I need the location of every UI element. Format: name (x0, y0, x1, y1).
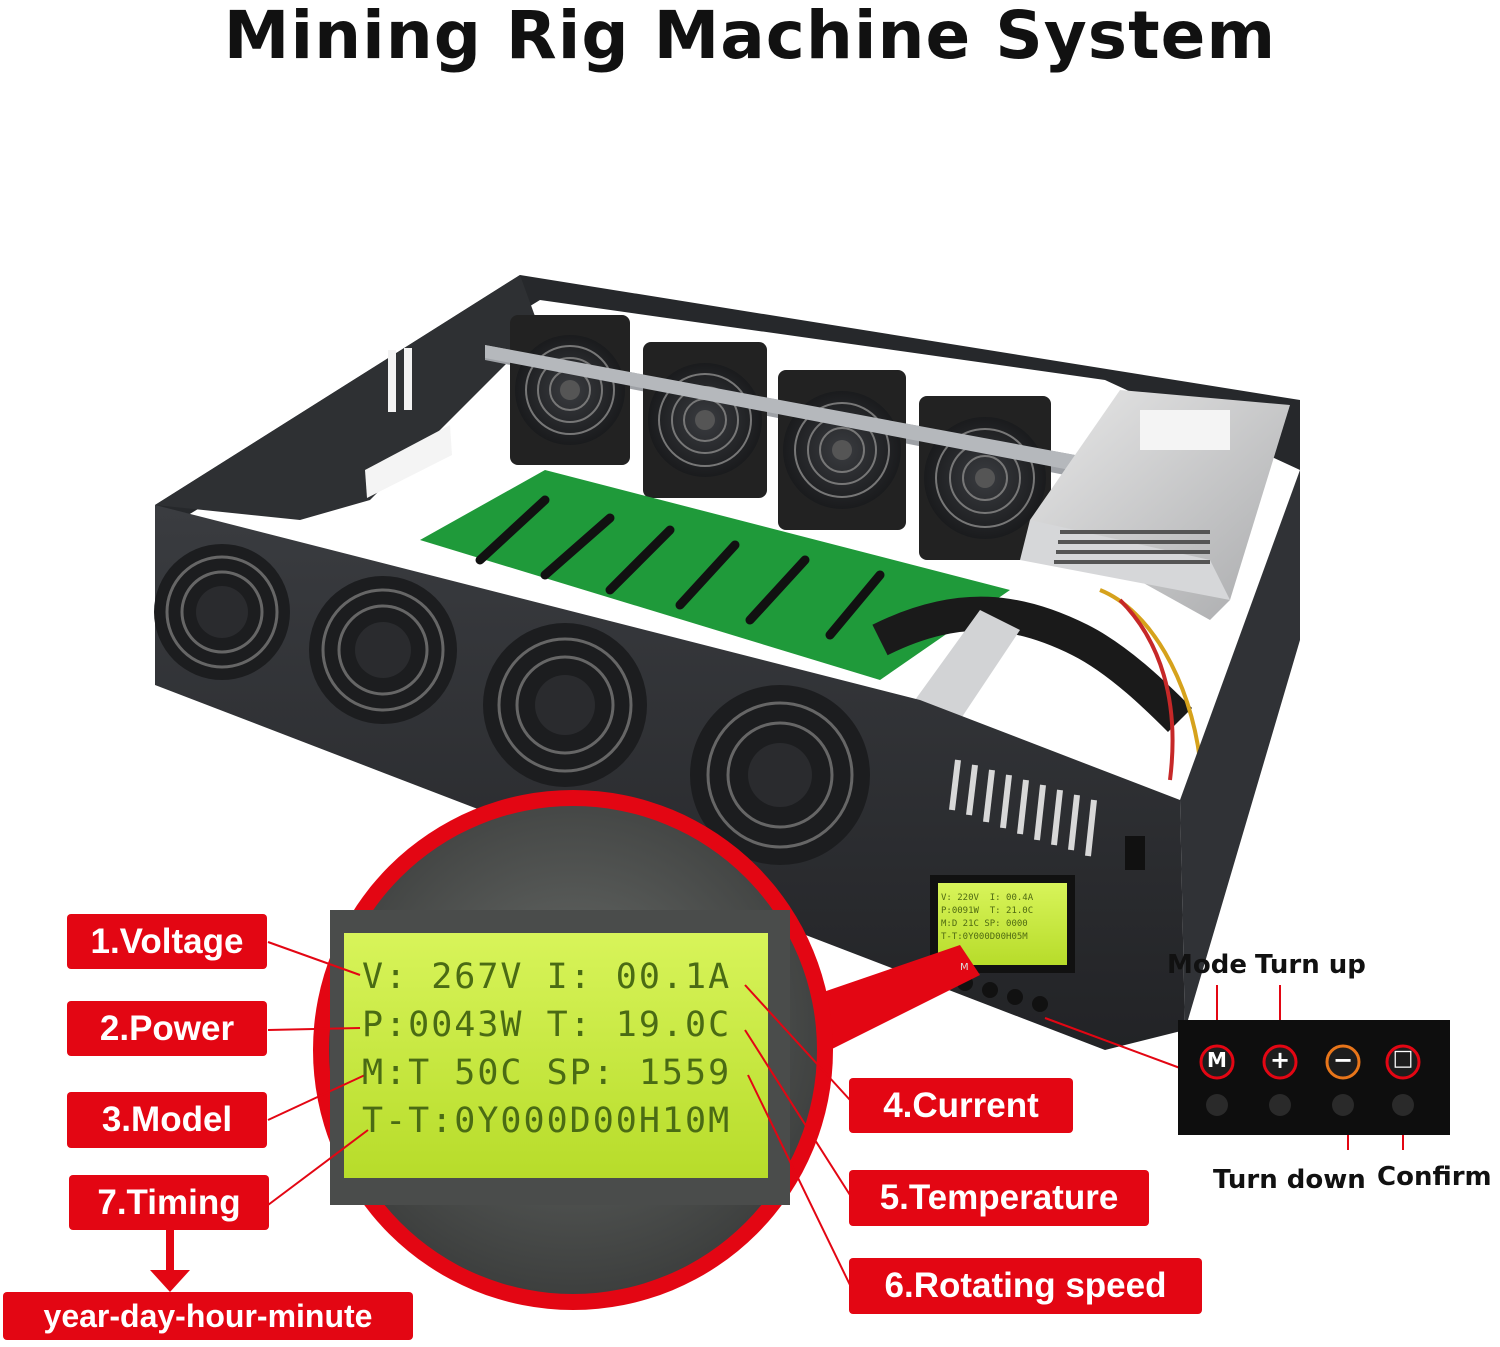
psu-label (1140, 410, 1230, 450)
lcd-line-voltage-current: V: 267V I: 00.1A (362, 957, 732, 997)
lcd-line-power-temperature: P:0043W T: 19.0C (362, 1005, 732, 1045)
confirm-button-icon: □ (1392, 1046, 1414, 1071)
label-power: 2.Power (67, 1001, 267, 1056)
lcd-line-timing: T-T:0Y000D00H10M (362, 1101, 732, 1141)
label-timing: 7.Timing (69, 1175, 269, 1230)
label-timing-format: year-day-hour-minute (3, 1292, 413, 1340)
mode-button-icon: M (1207, 1048, 1227, 1072)
timing-arrow (150, 1228, 190, 1292)
label-current: 4.Current (849, 1078, 1073, 1133)
caption-mode: Mode (1167, 950, 1247, 980)
caption-turn-down: Turn down (1213, 1165, 1366, 1195)
down-button-icon: − (1332, 1046, 1354, 1074)
side-cutout (365, 425, 452, 498)
case-lcd-line-3: M:D 21C SP: 0000 (941, 919, 1028, 929)
front-mode-label: M (960, 962, 969, 973)
fan-rail-top (485, 345, 1075, 470)
slot-cutout (404, 348, 412, 410)
case-lcd-line-1: V: 220V I: 00.4A (941, 893, 1034, 903)
front-fan-row (154, 544, 870, 865)
psu-vents (1054, 530, 1210, 564)
zoom-pointer (800, 945, 980, 1060)
front-vent-slots (949, 759, 1097, 857)
slot-cutout (388, 350, 396, 412)
panel-buttons (1199, 1044, 1421, 1116)
caption-confirm: Confirm (1377, 1162, 1492, 1192)
lcd-line-model-speed: M:T 50C SP: 1559 (362, 1053, 732, 1093)
case-right-side (1180, 470, 1300, 1030)
divider-plate (915, 610, 1020, 720)
case-lcd-line-2: P:0091W T: 21.0C (941, 906, 1034, 916)
up-button-icon: + (1269, 1046, 1291, 1074)
caption-turn-up: Turn up (1255, 950, 1366, 980)
lcd-screen (344, 933, 768, 1178)
label-rotating-speed: 6.Rotating speed (849, 1258, 1202, 1314)
label-voltage: 1.Voltage (67, 914, 267, 969)
cable-bundle (872, 596, 1193, 733)
page-title: Mining Rig Machine System (223, 0, 1277, 74)
label-temperature: 5.Temperature (849, 1170, 1149, 1226)
case-front-buttons (957, 975, 1048, 1012)
pcb-board (420, 470, 1010, 680)
pcie-slots (475, 495, 885, 640)
case-left-wall (155, 275, 540, 520)
power-switch (1125, 836, 1145, 870)
label-model: 3.Model (67, 1092, 267, 1148)
case-lcd-line-4: T-T:0Y000D00H05M (941, 932, 1028, 942)
